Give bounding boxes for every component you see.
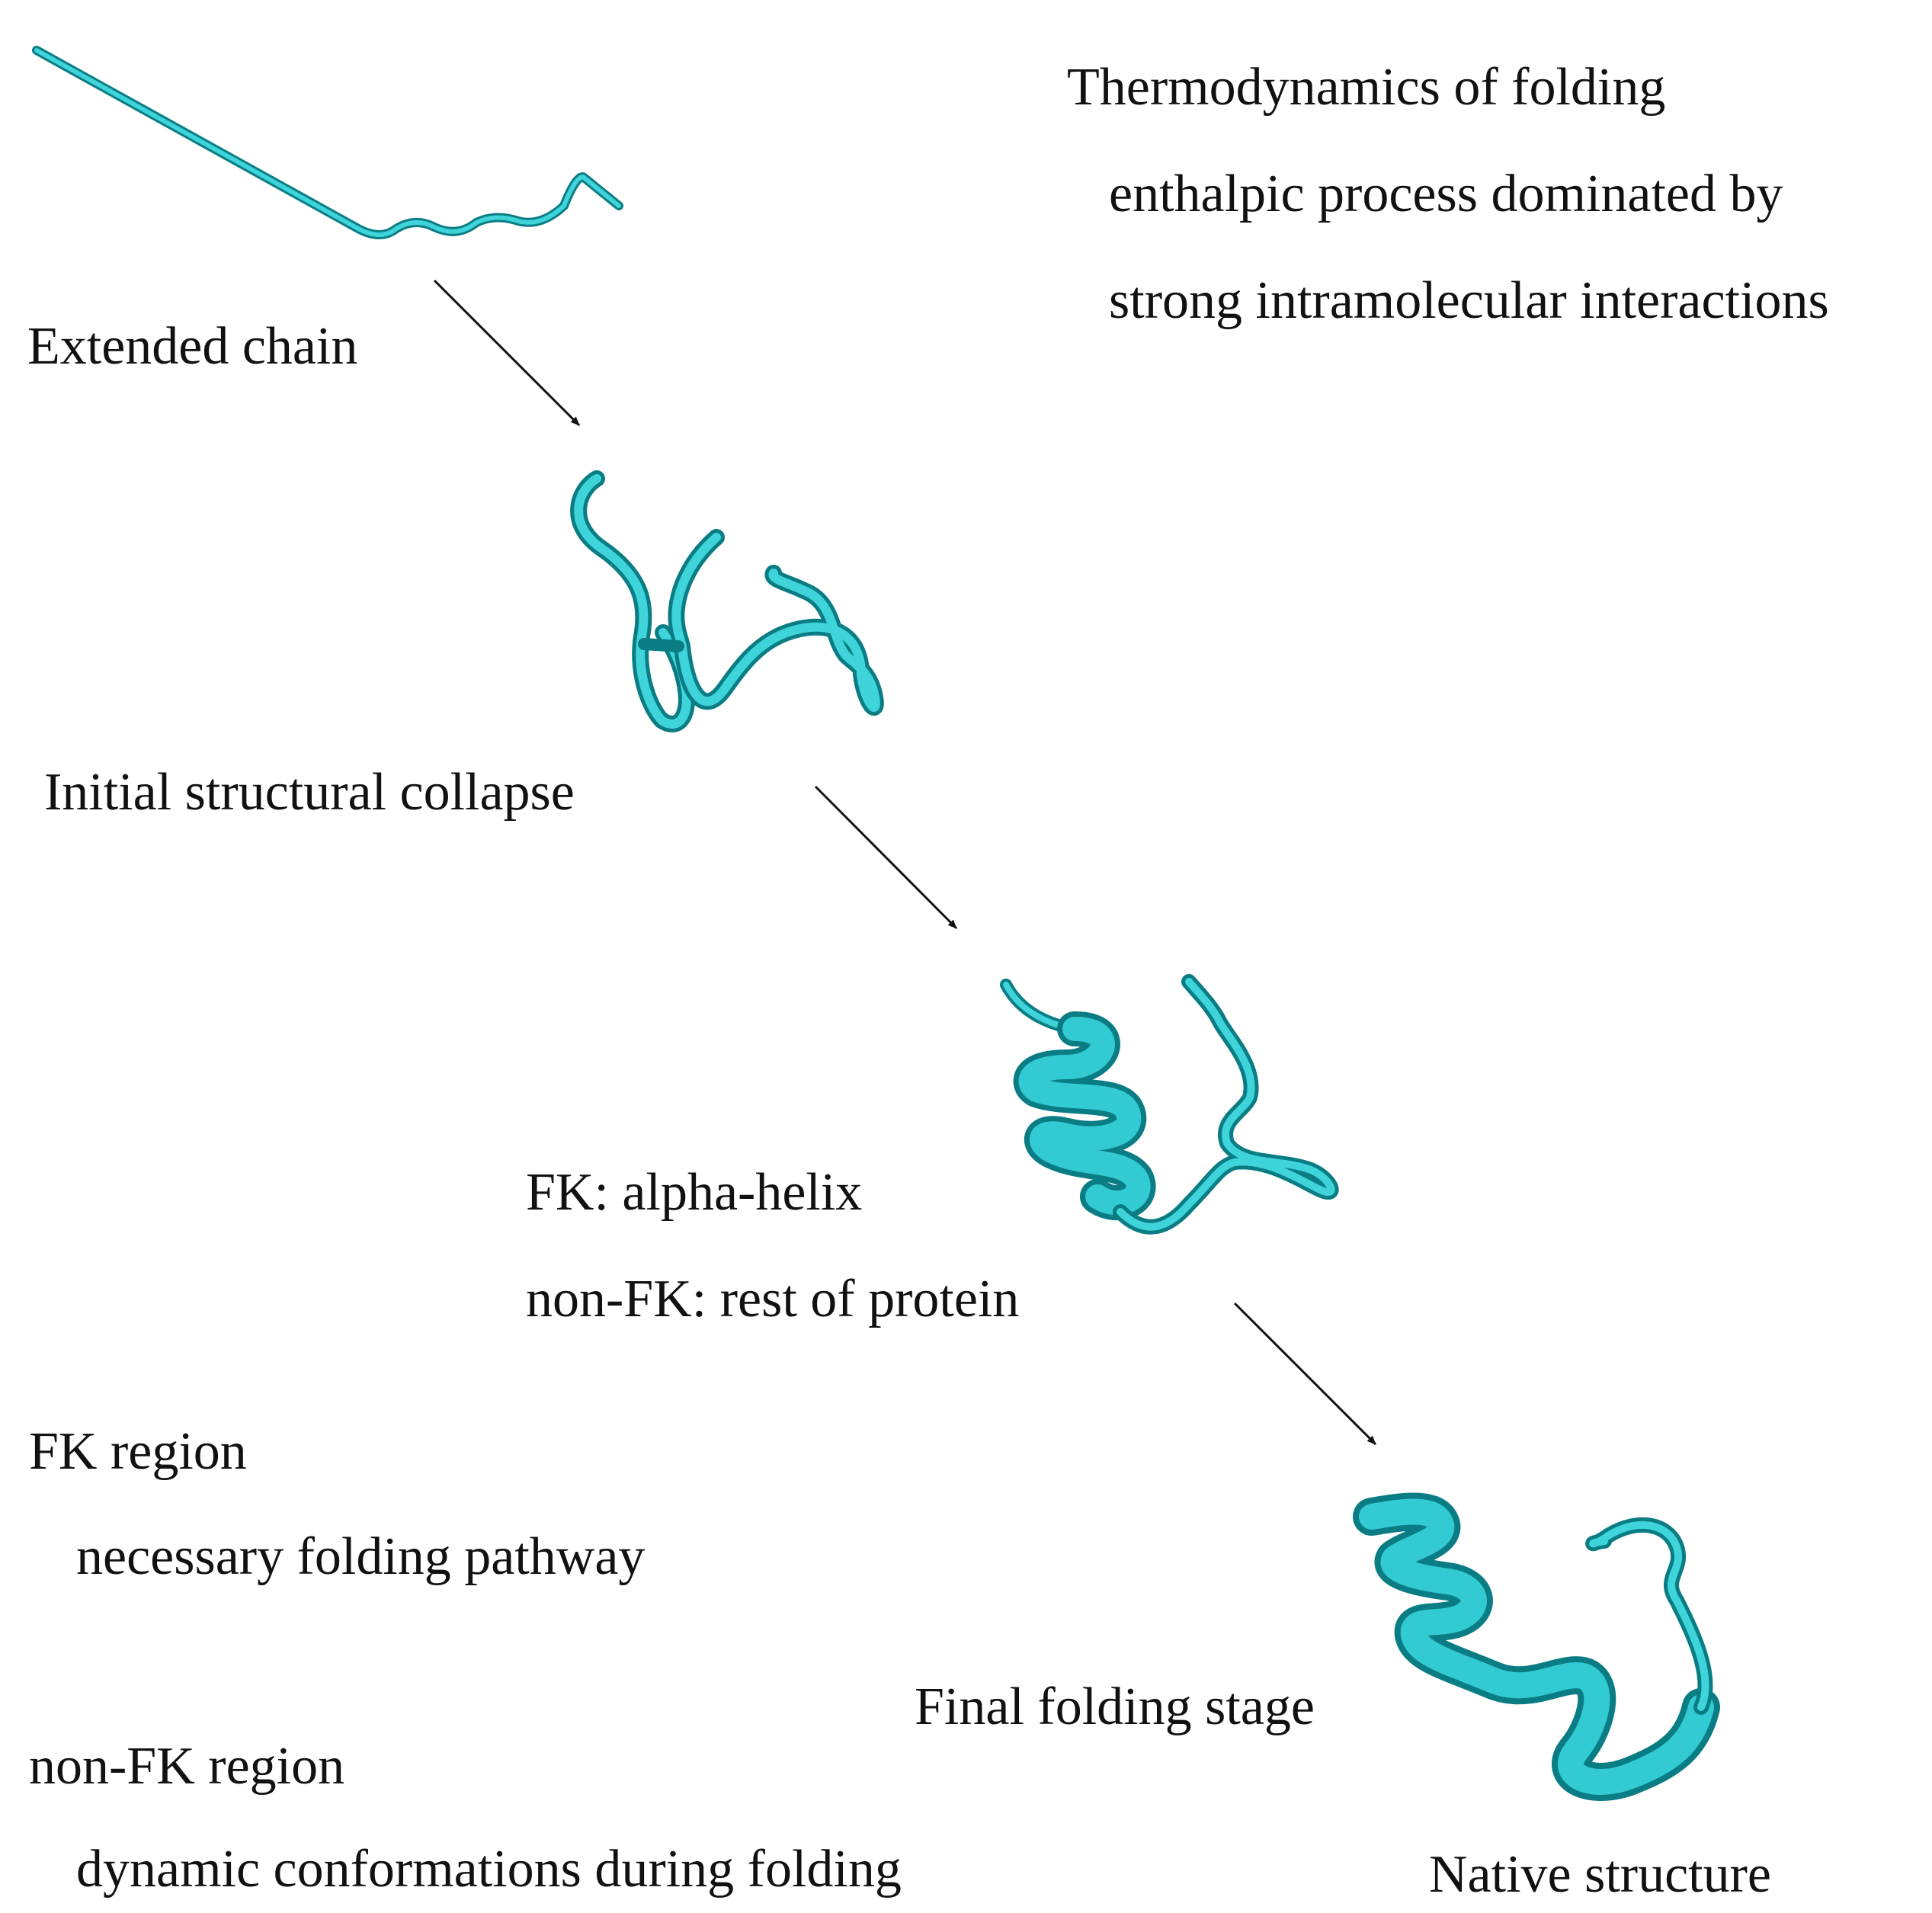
- arrow-1: [433, 279, 581, 427]
- label-native-structure: Native structure: [1429, 1845, 1771, 1904]
- collapsed-structure: [570, 470, 884, 732]
- label-extended-chain: Extended chain: [27, 317, 358, 376]
- thermodynamics-line-2: strong intramolecular interactions: [1109, 271, 1829, 330]
- label-fk-region: FK region: [29, 1422, 247, 1481]
- label-initial-collapse: Initial structural collapse: [44, 763, 575, 822]
- label-nonfk-rest: non-FK: rest of protein: [526, 1270, 1020, 1328]
- label-fk-region-desc: necessary folding pathway: [76, 1527, 646, 1586]
- label-final-folding: Final folding stage: [915, 1677, 1315, 1736]
- native-structure: [1353, 1492, 1720, 1801]
- arrow-3: [1233, 1302, 1377, 1446]
- helix-intermediate-structure: [1000, 974, 1339, 1235]
- arrow-2: [814, 785, 958, 930]
- thermodynamics-title: Thermodynamics of folding: [1067, 58, 1666, 117]
- thermodynamics-line-1: enthalpic process dominated by: [1109, 165, 1783, 223]
- label-nonfk-region: non-FK region: [29, 1737, 345, 1796]
- label-nonfk-region-desc: dynamic conformations during folding: [76, 1840, 902, 1899]
- label-fk-alpha-helix: FK: alpha-helix: [526, 1163, 863, 1222]
- extended-chain-structure: [32, 46, 623, 239]
